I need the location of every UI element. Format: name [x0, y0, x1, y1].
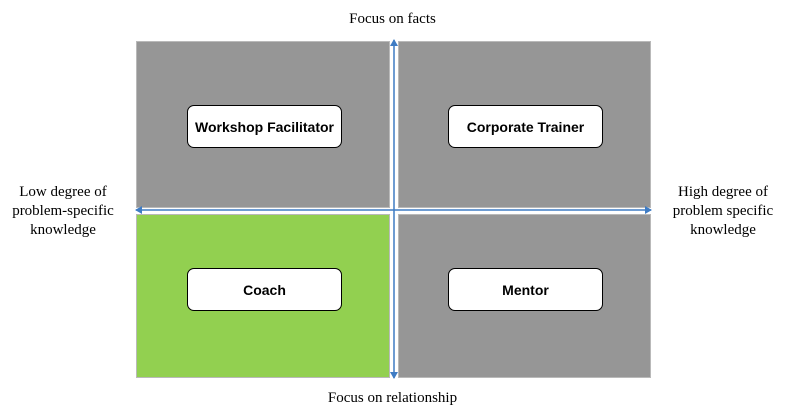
- role-label: Corporate Trainer: [466, 118, 585, 135]
- left-axis-label-line-2: problem-specific: [12, 203, 114, 219]
- left-axis-label-line-3: knowledge: [30, 222, 96, 238]
- role-box-workshop-facilitator: Workshop Facilitator: [187, 105, 342, 148]
- right-axis-label: High degree of problem specific knowledg…: [658, 183, 788, 240]
- role-box-corporate-trainer: Corporate Trainer: [448, 105, 603, 148]
- right-axis-label-line-1: High degree of: [678, 184, 768, 200]
- role-label: Workshop Facilitator: [195, 118, 334, 135]
- role-box-coach: Coach: [187, 268, 342, 311]
- left-axis-label: Low degree of problem-specific knowledge: [0, 183, 126, 240]
- right-axis-label-line-3: knowledge: [690, 222, 756, 238]
- left-axis-label-line-1: Low degree of: [19, 184, 107, 200]
- role-label: Coach: [243, 281, 286, 298]
- role-label: Mentor: [502, 281, 549, 298]
- top-axis-label: Focus on facts: [349, 11, 436, 27]
- right-axis-label-line-2: problem specific: [672, 203, 774, 219]
- bottom-axis-label: Focus on relationship: [327, 390, 458, 406]
- role-box-mentor: Mentor: [448, 268, 603, 311]
